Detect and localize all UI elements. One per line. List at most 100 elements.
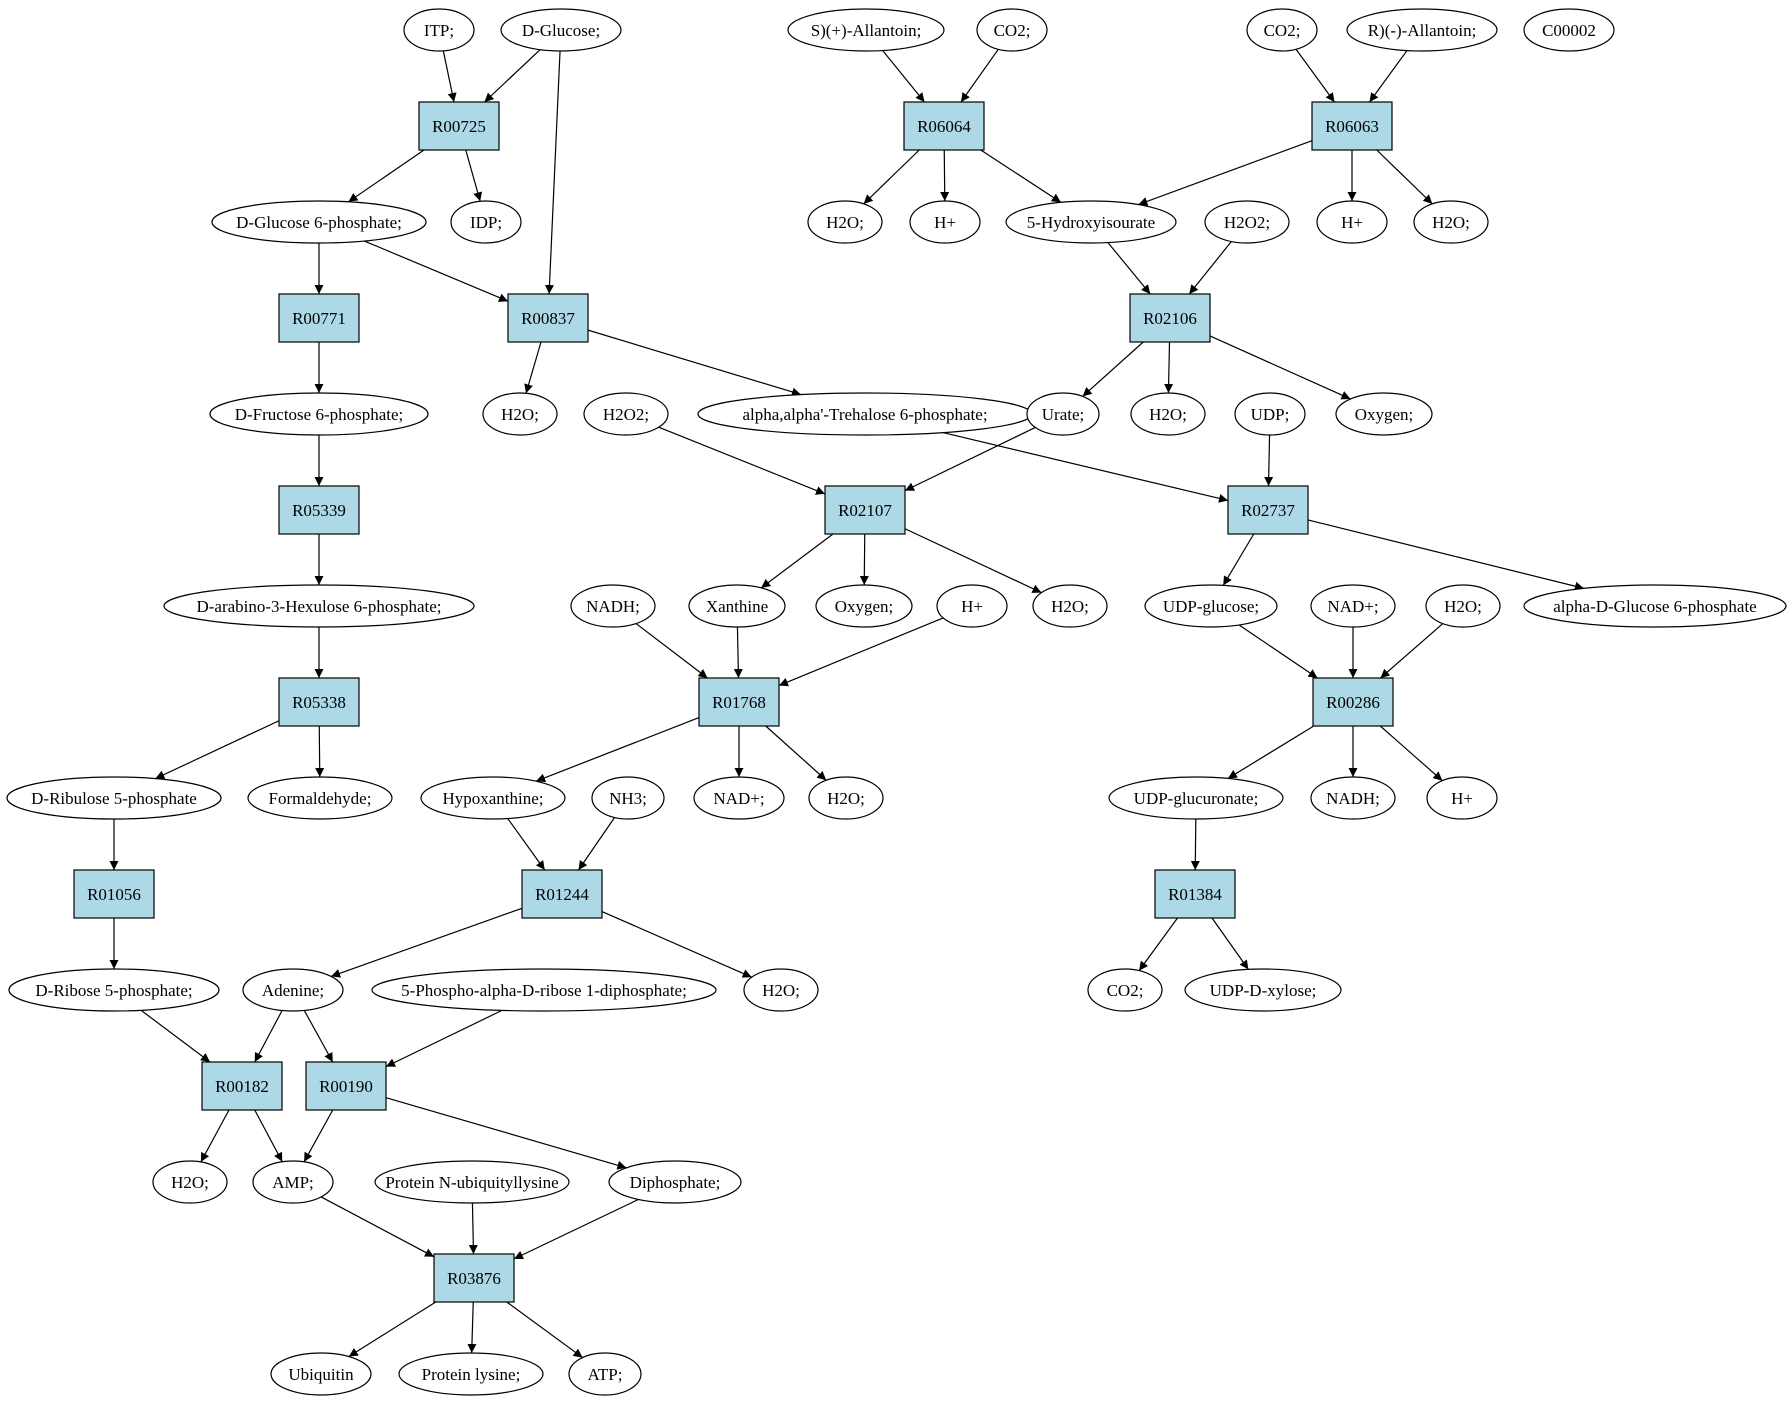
reaction-node-r02107[interactable]: R02107 <box>824 485 906 535</box>
compound-node-5-phospho-alpha-d-ribose-1-diphosphate[interactable]: 5-Phospho-alpha-D-ribose 1-diphosphate; <box>371 968 717 1012</box>
compound-node-protein-lysine[interactable]: Protein lysine; <box>398 1352 544 1396</box>
compound-node-oxygen[interactable]: Oxygen; <box>1335 392 1433 436</box>
reaction-node-r01384[interactable]: R01384 <box>1154 869 1236 919</box>
reaction-node-r00286[interactable]: R00286 <box>1312 677 1394 727</box>
compound-node-d-ribose-5-phosphate[interactable]: D-Ribose 5-phosphate; <box>8 968 220 1012</box>
compound-node-idp[interactable]: IDP; <box>450 200 522 244</box>
compound-node-itp[interactable]: ITP; <box>403 8 475 52</box>
edge-R00182-to-h2o_i <box>200 1109 230 1163</box>
compound-node-formaldehyde[interactable]: Formaldehyde; <box>247 776 393 820</box>
reaction-node-r05338[interactable]: R05338 <box>278 677 360 727</box>
compound-node-alpha-alpha-trehalose-6-phosphate[interactable]: alpha,alpha'-Trehalose 6-phosphate; <box>697 392 1033 436</box>
compound-node-h[interactable]: H+ <box>936 584 1008 628</box>
reaction-node-r01244[interactable]: R01244 <box>521 869 603 919</box>
compound-node-ubiquitin[interactable]: Ubiquitin <box>270 1352 372 1396</box>
compound-node-udp[interactable]: UDP; <box>1234 392 1306 436</box>
reaction-node-r03876[interactable]: R03876 <box>433 1253 515 1303</box>
reaction-node-r00182[interactable]: R00182 <box>201 1061 283 1111</box>
compound-ellipse <box>807 200 883 244</box>
compound-node-nadh[interactable]: NADH; <box>570 584 656 628</box>
edge-dglucose-to-r00725 <box>484 49 541 103</box>
compound-node-nad[interactable]: NAD+; <box>693 776 785 820</box>
reaction-label: R00182 <box>215 1077 269 1096</box>
compound-node-h2o[interactable]: H2O; <box>1425 584 1501 628</box>
edge-R00837-to-t6p <box>587 329 802 397</box>
compound-node-xanthine[interactable]: Xanthine <box>688 584 786 628</box>
edge-R03876-to-protlys <box>467 1301 477 1354</box>
reaction-node-r05339[interactable]: R05339 <box>278 485 360 535</box>
edge-R01384-to-co2_c <box>1138 917 1178 971</box>
reaction-node-r06063[interactable]: R06063 <box>1311 101 1393 151</box>
compound-node-co2[interactable]: CO2; <box>1087 968 1163 1012</box>
compound-node-d-ribulose-5-phosphate[interactable]: D-Ribulose 5-phosphate <box>6 776 222 820</box>
compound-node-nad[interactable]: NAD+; <box>1310 584 1396 628</box>
edge-R01244-to-adenine <box>330 907 523 978</box>
compound-node-h[interactable]: H+ <box>1426 776 1498 820</box>
compound-node-oxygen[interactable]: Oxygen; <box>815 584 913 628</box>
compound-node-atp[interactable]: ATP; <box>568 1352 642 1396</box>
reaction-node-r01768[interactable]: R01768 <box>698 677 780 727</box>
reaction-node-r00725[interactable]: R00725 <box>418 101 500 151</box>
compound-node-d-glucose[interactable]: D-Glucose; <box>500 8 622 52</box>
compound-label: CO2; <box>1107 981 1144 1000</box>
reaction-label: R00725 <box>432 117 486 136</box>
compound-node-amp[interactable]: AMP; <box>252 1160 334 1204</box>
compound-node-h[interactable]: H+ <box>1316 200 1388 244</box>
compound-label: H+ <box>1451 789 1473 808</box>
edge-R06064-to-h2o_a <box>863 149 920 205</box>
compound-label: CO2; <box>1264 21 1301 40</box>
compound-ellipse <box>909 200 981 244</box>
compound-ellipse <box>1425 584 1501 628</box>
compound-node-r-allantoin[interactable]: R)(-)-Allantoin; <box>1346 8 1498 52</box>
reaction-node-r01056[interactable]: R01056 <box>73 869 155 919</box>
compound-node-adenine[interactable]: Adenine; <box>242 968 344 1012</box>
reaction-node-r00771[interactable]: R00771 <box>278 293 360 343</box>
compound-ellipse <box>1310 584 1396 628</box>
compound-node-h2o2[interactable]: H2O2; <box>1204 200 1290 244</box>
compound-node-d-arabino-3-hexulose-6-phosphate[interactable]: D-arabino-3-Hexulose 6-phosphate; <box>163 584 475 628</box>
reaction-node-r02106[interactable]: R02106 <box>1129 293 1211 343</box>
reaction-label: R01384 <box>1168 885 1222 904</box>
compound-node-alpha-d-glucose-6-phosphate[interactable]: alpha-D-Glucose 6-phosphate <box>1523 584 1787 628</box>
compound-node-udp-glucuronate[interactable]: UDP-glucuronate; <box>1108 776 1284 820</box>
compound-node-d-glucose-6-phosphate[interactable]: D-Glucose 6-phosphate; <box>211 200 427 244</box>
compound-node-h2o[interactable]: H2O; <box>1032 584 1108 628</box>
compound-node-udp-d-xylose[interactable]: UDP-D-xylose; <box>1184 968 1342 1012</box>
compound-node-h2o[interactable]: H2O; <box>1413 200 1489 244</box>
compound-node-protein-n-ubiquityllysine[interactable]: Protein N-ubiquityllysine <box>374 1160 570 1204</box>
compound-ellipse <box>420 776 566 820</box>
compound-node-h2o[interactable]: H2O; <box>807 200 883 244</box>
compound-node-h2o[interactable]: H2O; <box>482 392 558 436</box>
compound-node-h2o[interactable]: H2O; <box>808 776 884 820</box>
compound-ellipse <box>808 776 884 820</box>
compound-node-hypoxanthine[interactable]: Hypoxanthine; <box>420 776 566 820</box>
reaction-node-r02737[interactable]: R02737 <box>1227 485 1309 535</box>
compound-node-urate[interactable]: Urate; <box>1026 392 1100 436</box>
compound-node-h2o[interactable]: H2O; <box>743 968 819 1012</box>
compound-ellipse <box>8 968 220 1012</box>
reaction-node-r00190[interactable]: R00190 <box>305 1061 387 1111</box>
reaction-node-r06064[interactable]: R06064 <box>903 101 985 151</box>
edge-g6p-to-r00837 <box>364 240 509 302</box>
compound-node-h2o2[interactable]: H2O2; <box>583 392 669 436</box>
compound-label: UDP-glucuronate; <box>1134 789 1259 808</box>
compound-ellipse <box>211 200 427 244</box>
compound-node-s-allantoin[interactable]: S)(+)-Allantoin; <box>787 8 945 52</box>
compound-node-nh3[interactable]: NH3; <box>591 776 665 820</box>
compound-node-c00002[interactable]: C00002 <box>1523 8 1615 52</box>
compound-node-h[interactable]: H+ <box>909 200 981 244</box>
reaction-label: R06064 <box>917 117 971 136</box>
reaction-node-r00837[interactable]: R00837 <box>507 293 589 343</box>
compound-node-h2o[interactable]: H2O; <box>1130 392 1206 436</box>
compound-label: Urate; <box>1042 405 1084 424</box>
compound-node-5-hydroxyisourate[interactable]: 5-Hydroxyisourate <box>1005 200 1177 244</box>
compound-label: Xanthine <box>706 597 768 616</box>
compound-node-diphosphate[interactable]: Diphosphate; <box>608 1160 742 1204</box>
compound-node-nadh[interactable]: NADH; <box>1310 776 1396 820</box>
compound-node-d-fructose-6-phosphate[interactable]: D-Fructose 6-phosphate; <box>209 392 429 436</box>
compound-node-h2o[interactable]: H2O; <box>152 1160 228 1204</box>
compound-node-co2[interactable]: CO2; <box>976 8 1048 52</box>
compound-node-udp-glucose[interactable]: UDP-glucose; <box>1144 584 1278 628</box>
reaction-box <box>698 677 780 727</box>
compound-node-co2[interactable]: CO2; <box>1246 8 1318 52</box>
